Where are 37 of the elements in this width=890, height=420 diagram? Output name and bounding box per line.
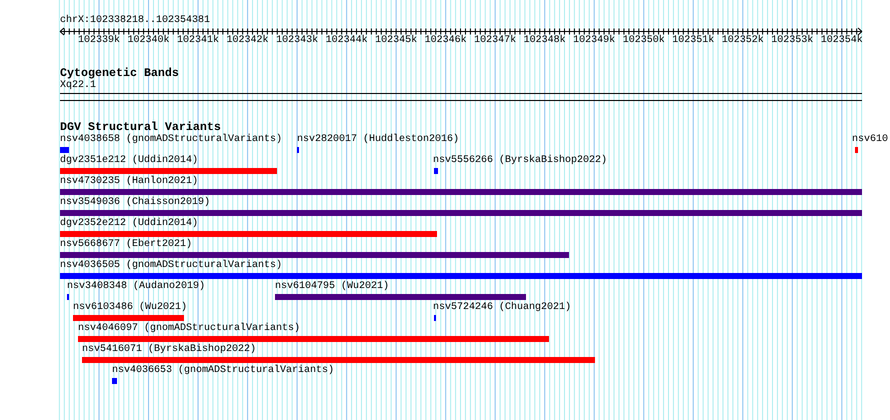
tick-label: 102339k bbox=[78, 35, 120, 47]
variant-label: nsv5724246 (Chuang2021) bbox=[433, 302, 572, 314]
tick-label: 102341k bbox=[177, 35, 220, 47]
tick-label: 102352k bbox=[722, 35, 764, 47]
tick-label: 102340k bbox=[128, 35, 170, 47]
tick-label: 102351k bbox=[672, 35, 714, 47]
tick-label: 102350k bbox=[622, 35, 665, 47]
tick-label: 102347k bbox=[474, 35, 516, 47]
variant-label: nsv3408348 (Audano2019) bbox=[67, 281, 206, 293]
variant-label: nsv4036653 (gnomADStructuralVariants) bbox=[112, 365, 334, 377]
tick-label: 102346k bbox=[424, 35, 467, 47]
variant-label: nsv6104795 (Wu2021) bbox=[275, 281, 390, 293]
tick-label: 102345k bbox=[375, 35, 418, 47]
track-title: Cytogenetic Bands bbox=[60, 67, 179, 79]
variant-label: dgv2352e212 (Uddin2014) bbox=[60, 218, 200, 230]
variant-label: nsv4038658 (gnomADStructuralVariants) bbox=[60, 134, 282, 146]
variant-label: dgv2351e212 (Uddin2014) bbox=[60, 155, 200, 167]
tick-label: 102342k bbox=[226, 35, 269, 47]
location-label: chrX:102338218..102354381 bbox=[60, 15, 210, 27]
variant-label: nsv5556266 (ByrskaBishop2022) bbox=[433, 155, 608, 167]
variant-label: nsv5668677 (Ebert2021) bbox=[60, 239, 194, 251]
tick-label: 102343k bbox=[276, 35, 318, 47]
variant-label: nsv3549036 (Chaisson2019) bbox=[60, 197, 212, 209]
variant-label: nsv610 bbox=[852, 134, 888, 146]
variant-label: nsv6103486 (Wu2021) bbox=[73, 302, 188, 314]
variant-label: nsv2820017 (Huddleston2016) bbox=[297, 134, 460, 146]
tick-label: 102349k bbox=[573, 35, 616, 47]
track-title: DGV Structural Variants bbox=[60, 121, 221, 133]
variant-label: nsv4046097 (gnomADStructuralVariants) bbox=[78, 323, 302, 335]
variant-label: nsv4730235 (Hanlon2021) bbox=[60, 176, 200, 188]
tick-label: 102344k bbox=[326, 35, 368, 47]
variant-label: nsv5416071 (ByrskaBishop2022) bbox=[82, 344, 258, 356]
band-label: Xq22.1 bbox=[60, 80, 96, 92]
variant-label: nsv4036505 (gnomADStructuralVariants) bbox=[60, 260, 284, 272]
tick-label: 102353k bbox=[771, 35, 814, 47]
tick-label: 102354k bbox=[820, 35, 863, 47]
tick-label: 102348k bbox=[524, 35, 566, 47]
